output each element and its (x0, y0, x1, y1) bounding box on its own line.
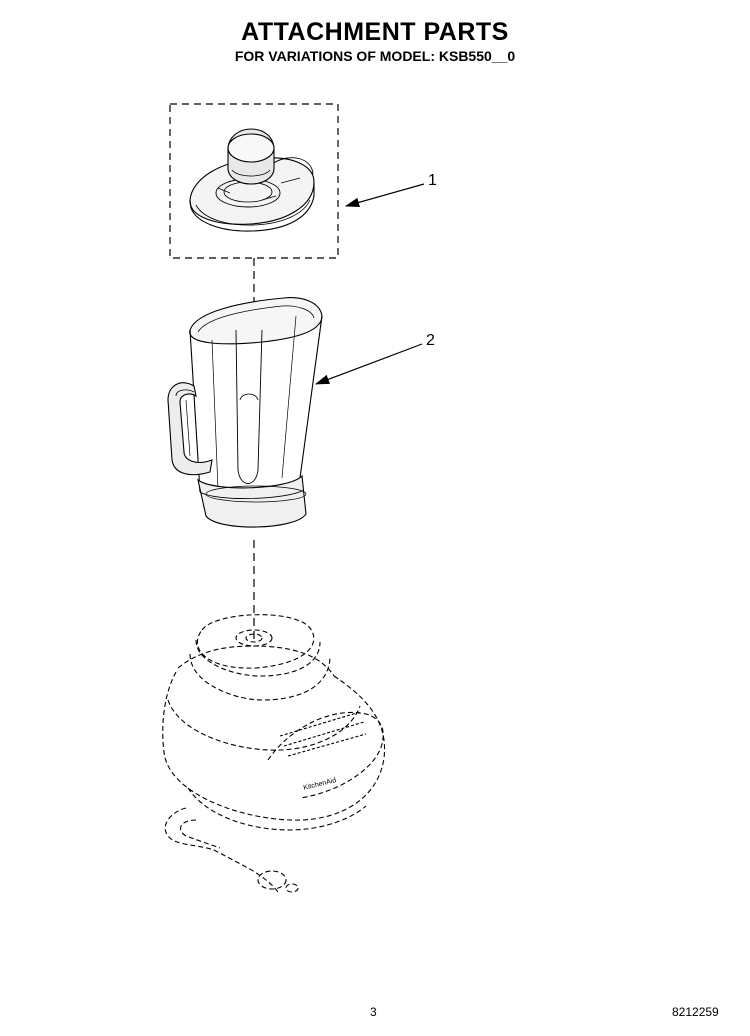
jar-part (167, 297, 323, 528)
callout-2-number: 2 (426, 332, 435, 349)
callout-1-number: 1 (428, 172, 437, 189)
document-number: 8212259 (672, 1005, 719, 1019)
callout-2-leader (314, 343, 423, 385)
model-subtitle: FOR VARIATIONS OF MODEL: KSB550__0 (234, 48, 516, 64)
lid-dashed-box (169, 103, 339, 259)
lid-part (189, 128, 315, 232)
page-number: 3 (370, 1005, 377, 1019)
page-title: ATTACHMENT PARTS (241, 18, 509, 46)
motor-base-phantom (162, 614, 386, 893)
base-badge: KitchenAid (303, 777, 337, 792)
callout-1-leader (344, 183, 425, 208)
